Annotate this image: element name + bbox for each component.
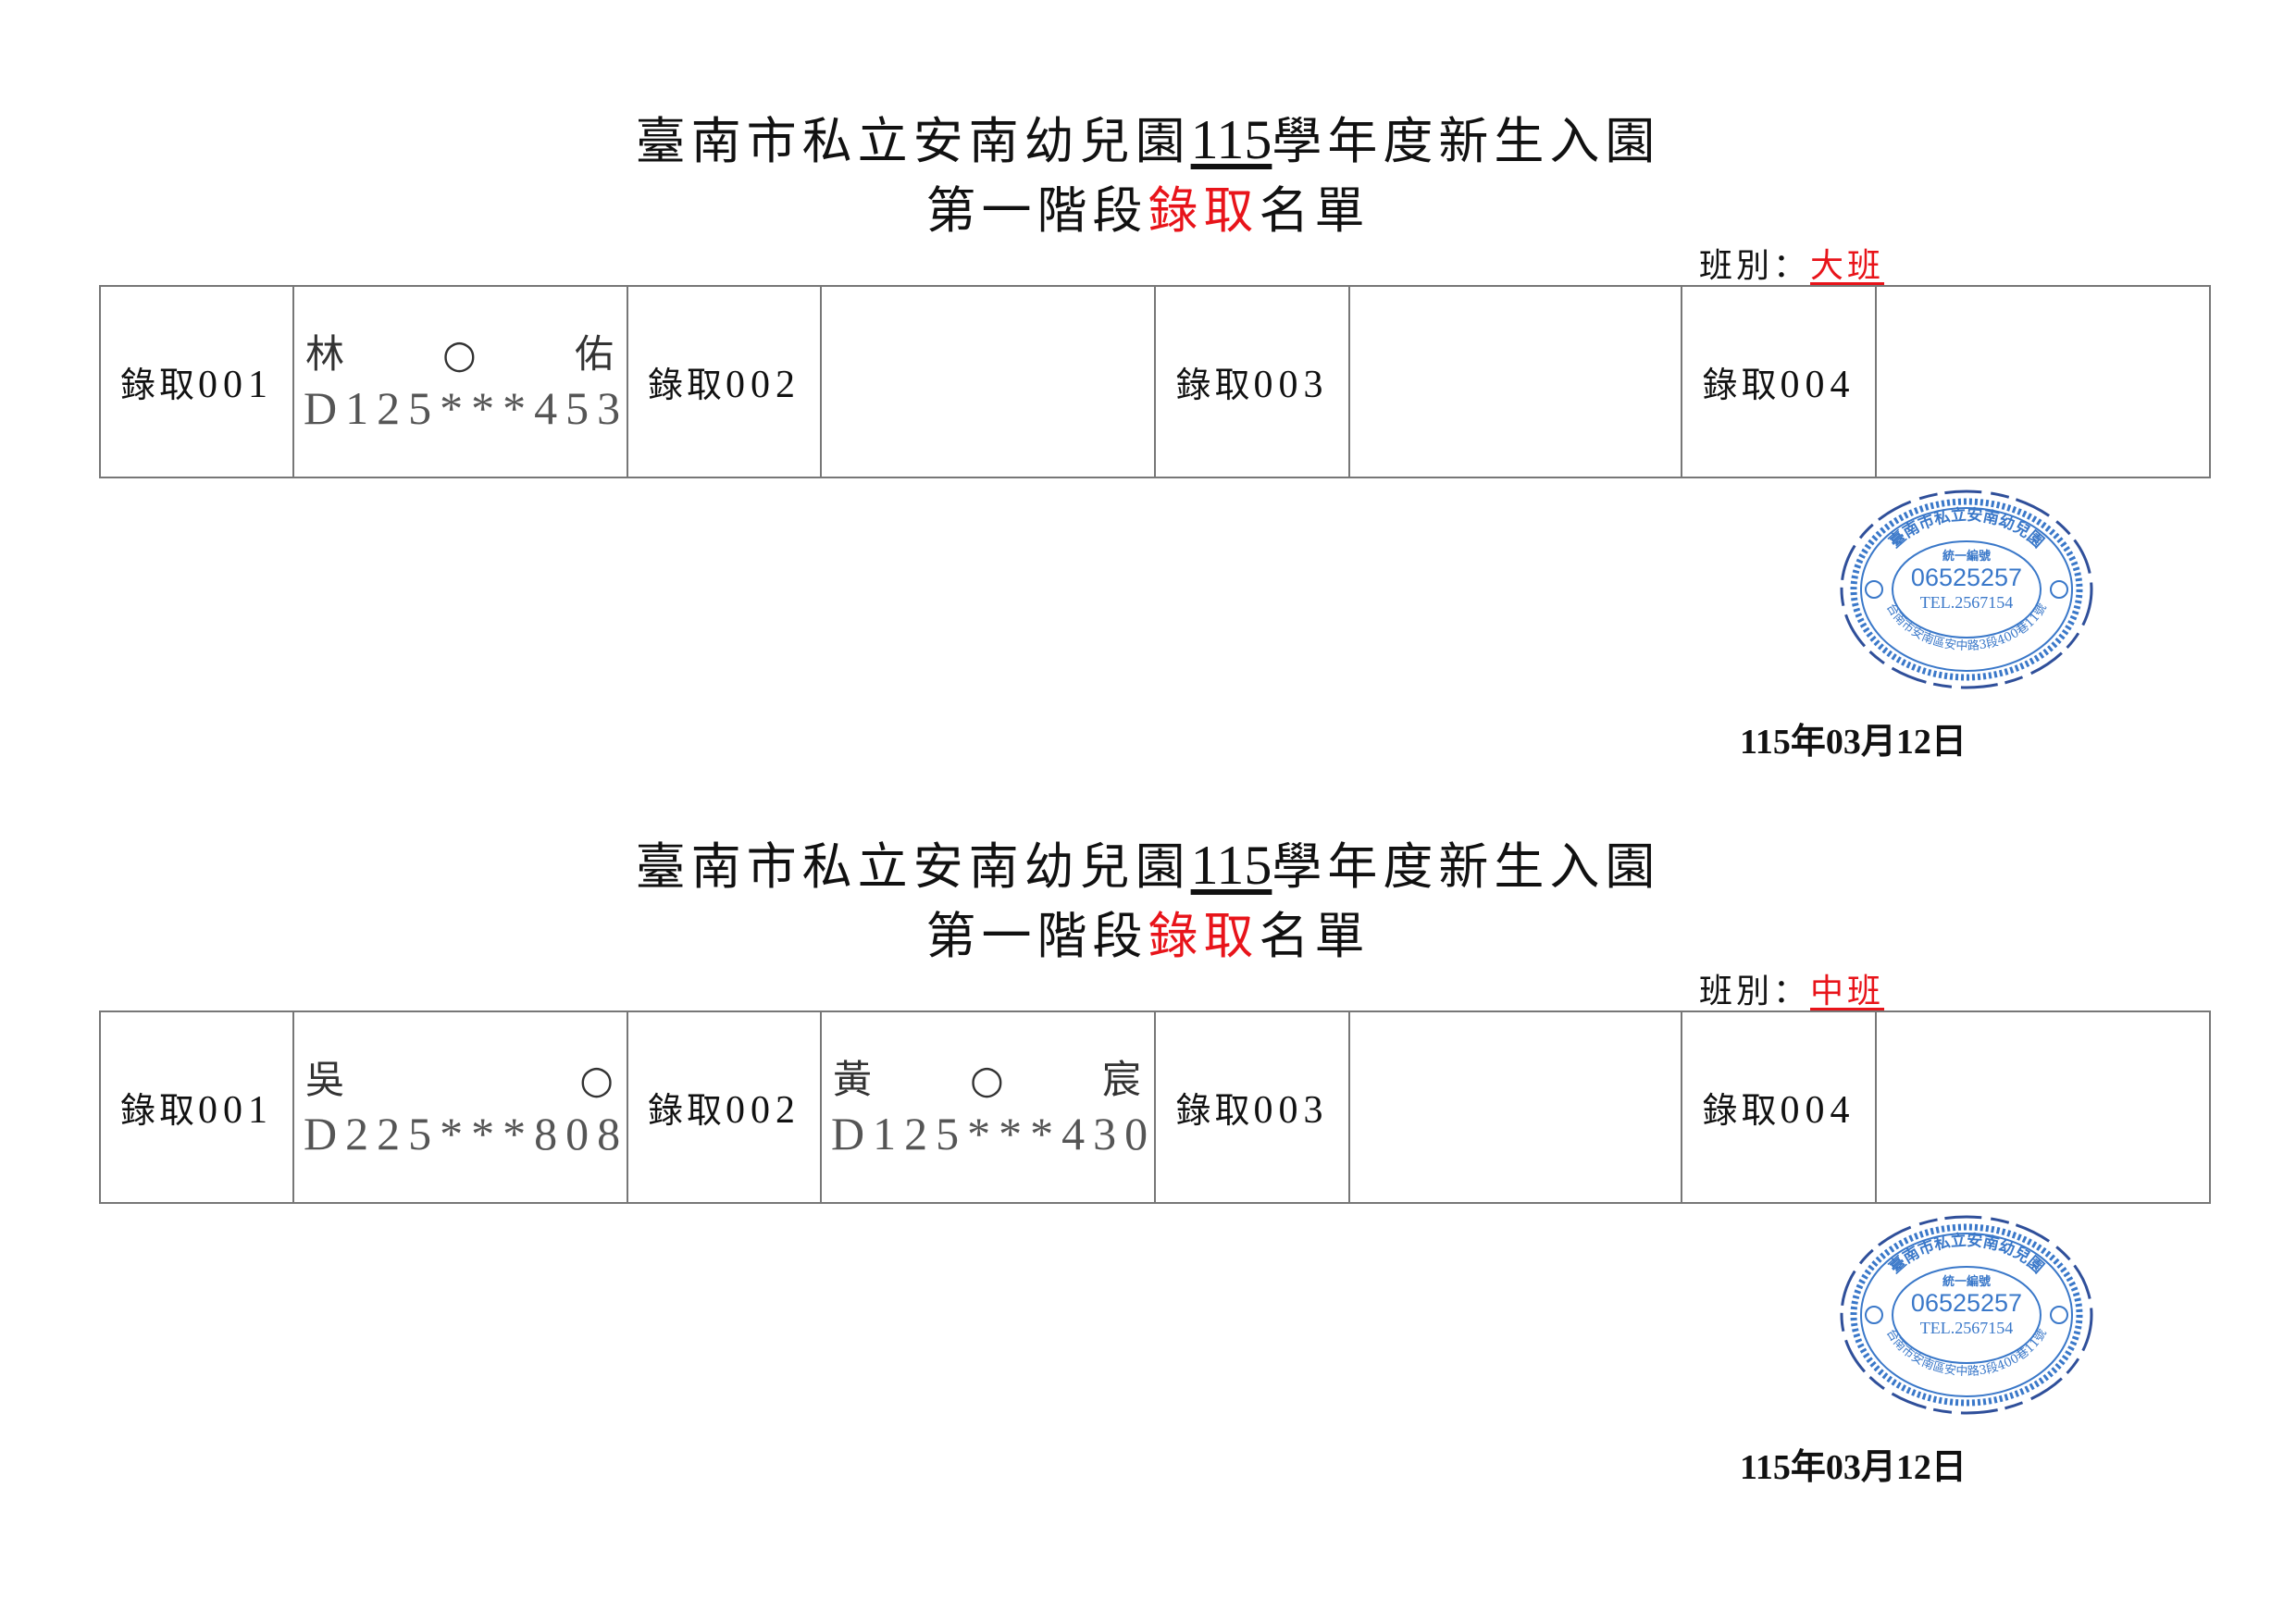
child-name-char: 佑 (574, 330, 614, 377)
class-value: 中班 (1810, 973, 1885, 1010)
stamp-tel: TEL.2567154 (1920, 1319, 2014, 1337)
admitted-child-cell: 黃 ○ 宸 D125***430 (820, 1010, 1157, 1204)
admitted-child-cell: 吳○D225***808 (292, 1010, 629, 1204)
class-field: 班別：大班 (1699, 239, 1884, 287)
class-label: 班別： (1699, 247, 1811, 285)
admission-number: 003 (1253, 364, 1329, 406)
admission-label: 錄取 (1175, 365, 1254, 405)
school-seal-stamp: 臺南市私立安南幼兒園 台南市安南區安中路3段400巷11號 統一編號 06525… (1840, 1215, 2093, 1415)
child-name-char: 黃 (833, 1056, 873, 1102)
stamp-tel: TEL.2567154 (1920, 593, 2014, 612)
child-name-char: ○ (970, 1056, 1004, 1102)
admission-number: 004 (1780, 364, 1855, 406)
child-name-char: ○ (579, 1056, 614, 1102)
admitted-child-cell (1348, 1010, 1682, 1204)
admission-number-cell: 錄取001 (99, 1010, 294, 1204)
class-label: 班別： (1699, 973, 1811, 1010)
title-suffix: 學年度新生入園 (1272, 112, 1661, 170)
announcement-date: 115年03月12日 (1740, 1448, 1967, 1487)
subtitle-list: 名單 (1259, 181, 1371, 240)
title-school: 臺南市私立安南幼兒園 (635, 112, 1191, 170)
admission-list-section: 臺南市私立安南幼兒園115學年度新生入園 第一階段錄取名單 班別：中班 錄取00… (0, 725, 2296, 1487)
admission-number: 002 (726, 1089, 800, 1132)
admission-label: 錄取 (1702, 365, 1781, 405)
subtitle-admitted: 錄取 (1148, 181, 1260, 240)
admitted-child-cell (1875, 285, 2211, 478)
title-school: 臺南市私立安南幼兒園 (635, 837, 1191, 896)
admission-number-cell: 錄取002 (627, 285, 822, 478)
admission-number-cell: 錄取004 (1681, 285, 1877, 478)
child-name: 吳○ (294, 1054, 627, 1106)
child-id-number: D225***808 (304, 1107, 629, 1159)
class-field: 班別：中班 (1699, 964, 1884, 1012)
admission-label: 錄取 (1175, 1090, 1254, 1131)
admission-list-section: 臺南市私立安南幼兒園115學年度新生入園 第一階段錄取名單 班別：大班 錄取00… (0, 0, 2296, 762)
admission-label: 錄取 (647, 365, 726, 405)
admission-number: 002 (726, 364, 800, 406)
child-id-number: D125***430 (831, 1107, 1157, 1159)
admission-label: 錄取 (647, 1090, 726, 1131)
document-subtitle: 第一階段錄取名單 (0, 895, 2296, 968)
subtitle-stage: 第一階段 (925, 181, 1148, 240)
stamp-number: 06525257 (1911, 1289, 2022, 1317)
admitted-child-cell (1875, 1010, 2211, 1204)
document-title: 臺南市私立安南幼兒園115學年度新生入園 (0, 825, 2296, 899)
child-name-char: 吳 (305, 1056, 345, 1102)
title-year: 115 (1190, 835, 1272, 896)
admission-number: 001 (198, 1089, 273, 1132)
subtitle-list: 名單 (1259, 907, 1371, 965)
admission-number-cell: 錄取003 (1154, 285, 1350, 478)
child-name-char: 林 (305, 330, 345, 377)
title-suffix: 學年度新生入園 (1272, 837, 1661, 896)
admission-number: 004 (1780, 1089, 1855, 1132)
admission-number-cell: 錄取001 (99, 285, 294, 478)
child-name: 黃 ○ 宸 (822, 1054, 1154, 1106)
child-name-char: ○ (442, 330, 477, 377)
admission-number: 003 (1253, 1089, 1329, 1132)
class-value: 大班 (1810, 247, 1885, 285)
stamp-caption: 統一編號 (1942, 549, 1991, 564)
admitted-child-cell (820, 285, 1156, 478)
admission-label: 錄取 (119, 365, 198, 405)
subtitle-admitted: 錄取 (1148, 907, 1260, 965)
admitted-child-cell (1348, 285, 1682, 478)
child-name-char: 宸 (1101, 1056, 1141, 1102)
child-name: 林 ○ 佑 (294, 329, 627, 380)
stamp-caption: 統一編號 (1942, 1274, 1991, 1289)
school-seal-stamp: 臺南市私立安南幼兒園 台南市安南區安中路3段400巷11號 統一編號 06525… (1840, 490, 2093, 689)
admission-label: 錄取 (1702, 1090, 1781, 1131)
document-subtitle: 第一階段錄取名單 (0, 169, 2296, 242)
announcement-date: 115年03月12日 (1740, 723, 1967, 762)
child-id-number: D125***453 (304, 381, 629, 434)
stamp-number: 06525257 (1911, 564, 2022, 591)
subtitle-stage: 第一階段 (925, 907, 1148, 965)
admission-number-cell: 錄取002 (627, 1010, 822, 1204)
admission-number-cell: 錄取004 (1681, 1010, 1877, 1204)
title-year: 115 (1190, 109, 1272, 170)
admission-number: 001 (198, 364, 273, 406)
admission-number-cell: 錄取003 (1154, 1010, 1350, 1204)
admission-label: 錄取 (119, 1090, 198, 1131)
document-title: 臺南市私立安南幼兒園115學年度新生入園 (0, 100, 2296, 173)
